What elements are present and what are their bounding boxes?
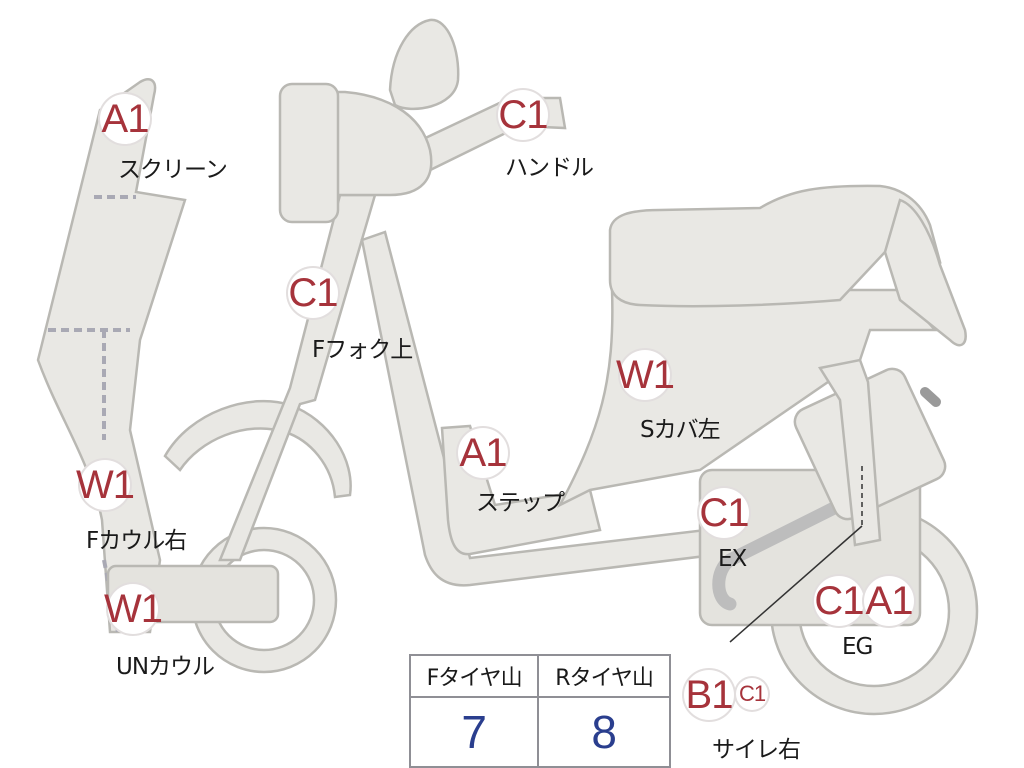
marker-fcowl-badge[interactable]: W1 bbox=[76, 460, 135, 510]
marker-ffork-badge[interactable]: C1 bbox=[288, 268, 339, 318]
pointer-line bbox=[729, 525, 863, 643]
marker-uncowl-label: UNカウル bbox=[116, 654, 215, 680]
seat bbox=[608, 184, 942, 308]
front-tire-header: Fタイヤ山 bbox=[408, 654, 540, 698]
screen-panel bbox=[36, 78, 187, 634]
front-fork bbox=[218, 193, 377, 562]
marker-step-label: ステップ bbox=[476, 490, 565, 516]
front-fender bbox=[163, 399, 352, 499]
marker-ex-label: EX bbox=[718, 546, 747, 572]
tire-table-header-row: Fタイヤ山 Rタイヤ山 bbox=[408, 654, 671, 698]
headlight-cowl bbox=[318, 90, 433, 197]
marker-screen-label: スクリーン bbox=[118, 157, 228, 183]
muffler-tip bbox=[920, 387, 941, 407]
rear-tire-header: Rタイヤ山 bbox=[537, 654, 671, 698]
marker-silencer-badge-1[interactable]: B1 bbox=[684, 670, 734, 720]
marker-screen-badge[interactable]: A1 bbox=[100, 94, 150, 144]
marker-eg-badge-1[interactable]: C1 bbox=[814, 576, 865, 626]
tire-tread-table: Fタイヤ山 Rタイヤ山 7 8 bbox=[408, 654, 671, 768]
headlight-bezel bbox=[278, 82, 340, 224]
marker-ffork-label: Fフォク上 bbox=[312, 337, 413, 363]
rear-strut bbox=[817, 358, 882, 547]
step-board bbox=[440, 424, 602, 556]
marker-silencer-label: サイレ右 bbox=[712, 737, 801, 763]
marker-ex-badge[interactable]: C1 bbox=[699, 488, 750, 538]
marker-eg-label: EG bbox=[842, 634, 873, 660]
marker-uncowl-badge[interactable]: W1 bbox=[104, 584, 163, 634]
mirror bbox=[388, 18, 460, 111]
rear-tire-value: 8 bbox=[537, 696, 671, 768]
marker-handle-label: ハンドル bbox=[505, 155, 594, 181]
marker-fcowl-label: Fカウル右 bbox=[86, 528, 187, 554]
marker-silencer-badge-2[interactable]: C1 bbox=[736, 678, 768, 710]
exhaust-pipe bbox=[712, 498, 847, 611]
marker-handle-badge[interactable]: C1 bbox=[498, 90, 549, 140]
rear-cowl bbox=[883, 198, 967, 347]
marker-eg-badge-2[interactable]: A1 bbox=[864, 576, 914, 626]
marker-step-badge[interactable]: A1 bbox=[458, 428, 508, 478]
tire-table-value-row: 7 8 bbox=[408, 696, 671, 768]
front-tire-value: 7 bbox=[408, 696, 540, 768]
marker-scover-label: Sカバ左 bbox=[640, 417, 721, 443]
marker-scover-badge[interactable]: W1 bbox=[616, 350, 675, 400]
